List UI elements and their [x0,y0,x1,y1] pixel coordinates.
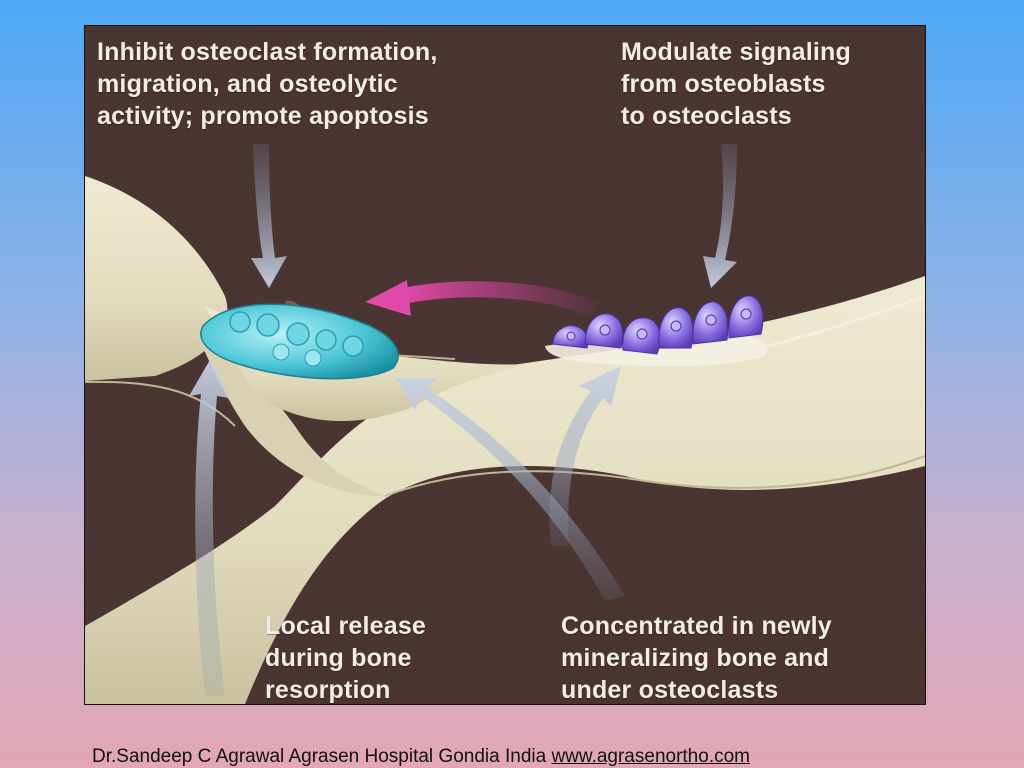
arrow-up-local-release [189,358,229,696]
footer-credit: Dr.Sandeep C Agrawal Agrasen Hospital Go… [92,746,750,768]
footer-link[interactable]: www.agrasenortho.com [551,746,750,767]
diagram-artwork [85,144,925,704]
osteoclast-cell [200,303,399,380]
label-local-release: Local release during bone resorption [265,612,427,704]
bisphosphonate-diagram: Inhibit osteoclast formation, migration,… [84,25,926,705]
osteoblast-cells [545,295,767,367]
label-modulate-signaling: Modulate signaling from osteoblasts to o… [621,38,851,130]
footer-text: Dr.Sandeep C Agrawal Agrasen Hospital Go… [92,746,552,767]
arrow-down-to-osteoclast [251,144,287,288]
label-concentrated: Concentrated in newly mineralizing bone … [561,612,832,704]
arrow-down-to-osteoblasts [703,144,737,288]
label-inhibit-osteoclast: Inhibit osteoclast formation, migration,… [97,38,438,130]
arrow-up-concentrated [395,366,625,601]
signaling-arrow [365,280,599,318]
